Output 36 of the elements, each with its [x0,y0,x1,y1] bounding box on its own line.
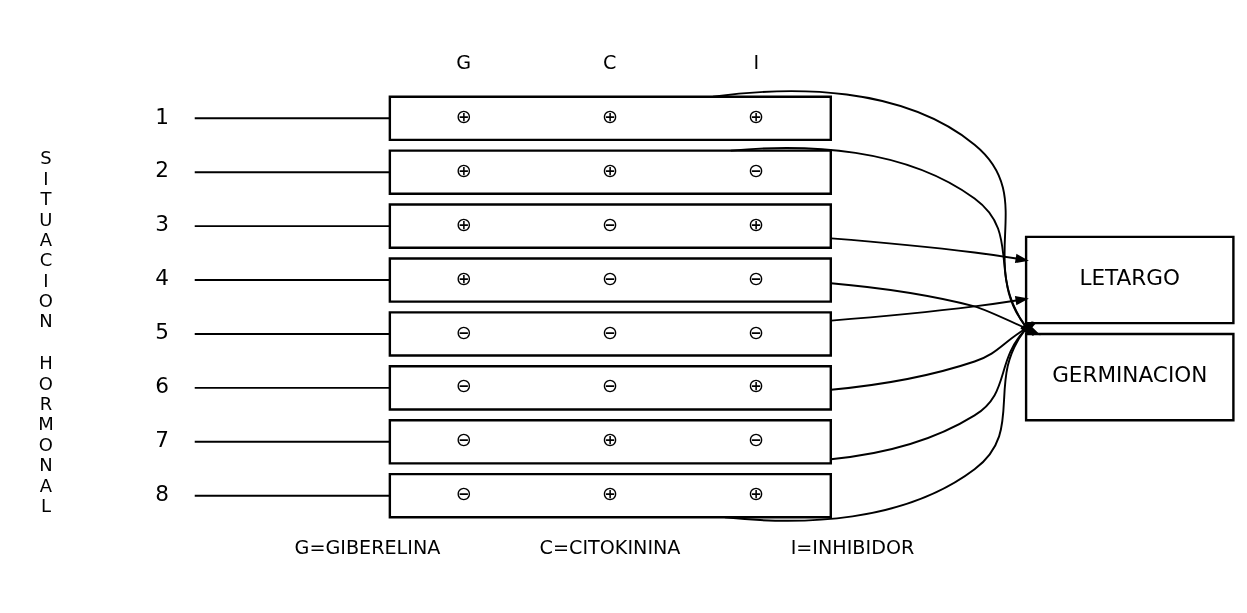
node-box: ⊖ ⊖ ⊕ [388,364,832,411]
label: G=GIBERELINA [294,535,441,559]
connector [193,332,391,335]
label: SITUACION [38,146,54,331]
node-box: ⊖ ⊖ ⊖ [388,310,832,357]
node-text: 5 [155,318,170,344]
label: I [753,50,760,74]
connector [193,494,391,497]
node-box: GERMINACION [1024,332,1235,421]
node-box: ⊕ ⊕ ⊖ [388,148,832,195]
connector [193,224,391,227]
label: C [603,50,617,74]
node-text: 6 [155,372,170,398]
node-text: 4 [155,264,170,290]
connector [193,440,391,443]
connector [193,170,391,173]
node-box: LETARGO [1024,235,1235,324]
label: C=CITOKININA [539,535,681,559]
label: HORMONAL [38,351,54,516]
node-text: 2 [155,156,170,182]
arrow [830,295,1029,322]
node-box: ⊕ ⊖ ⊕ [388,202,832,249]
connector [193,278,391,281]
connector [193,116,391,119]
node-box: ⊖ ⊕ ⊕ [388,472,832,518]
node-box: ⊕ ⊖ ⊖ [388,256,832,303]
connector [193,386,391,389]
node-box: ⊕ ⊕ ⊕ [388,95,832,141]
arrow [830,236,1029,263]
node-text: 8 [155,480,170,506]
node-text: 3 [155,210,170,236]
node-text: 7 [155,426,170,452]
label: G [456,50,472,74]
node-text: 1 [155,103,170,129]
node-box: ⊖ ⊕ ⊖ [388,418,832,465]
label: I=INHIBIDOR [790,535,915,559]
